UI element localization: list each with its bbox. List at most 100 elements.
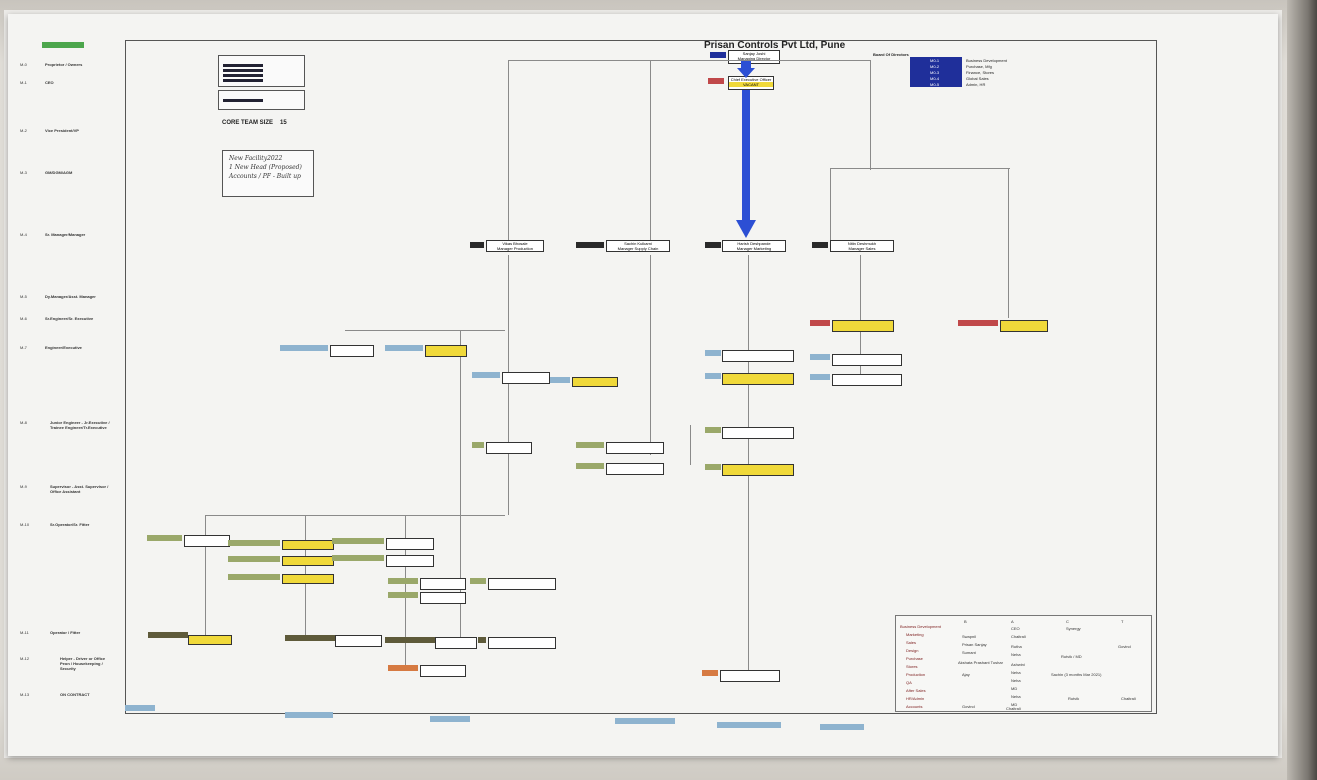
level-name: Engineer/Executive [45, 345, 82, 350]
contract-tag [285, 712, 333, 718]
reporting-arrow [736, 60, 756, 238]
connector [508, 255, 509, 515]
position-tag [388, 665, 418, 671]
vacant-box [722, 464, 794, 476]
position-box [184, 535, 230, 547]
position-box [832, 354, 902, 366]
manager-role: Manager Production [496, 246, 534, 251]
matrix-row: Production [906, 672, 926, 677]
position-tag [228, 540, 280, 546]
level-name: Supervisor - Asst. Supervisor / Office A… [50, 484, 109, 494]
level-name: Operator / Fitter [50, 630, 81, 635]
team-summary-box [218, 55, 305, 87]
matrix-row: Marketing [906, 632, 924, 637]
board-tag: M0-2 [930, 64, 940, 69]
matrix-cell: Neha [1011, 652, 1021, 657]
contract-tag [717, 722, 781, 728]
level-code: M-2 [20, 128, 27, 133]
matrix-row: Accounts [906, 704, 923, 709]
connector [830, 168, 1010, 169]
vacant-box [832, 320, 894, 332]
top-tag [710, 52, 726, 58]
position-tag [470, 578, 486, 584]
position-tag [472, 442, 484, 448]
level-code: M-8 [20, 420, 27, 425]
position-box [832, 374, 902, 386]
matrix-cell: Ajay [962, 672, 970, 677]
matrix-column: C [1066, 619, 1069, 624]
note-line: New Facility2022 [229, 155, 283, 162]
manager-tag [470, 242, 484, 248]
position-tag [705, 373, 721, 379]
md-name: Sanjay Joshi [742, 51, 766, 56]
wall-edge [1287, 0, 1317, 780]
board-tag: M0-5 [930, 82, 940, 87]
position-box [386, 538, 434, 550]
position-box [720, 670, 780, 682]
level-name: Junior Engineer - Jr.Executive / Trainee… [50, 420, 110, 430]
connector [205, 515, 206, 635]
position-tag [147, 535, 182, 541]
position-tag [550, 377, 570, 383]
manager-name: Nitin Deshmukh [847, 241, 877, 246]
matrix-cell: Synergy [1066, 626, 1081, 631]
position-tag [705, 350, 721, 356]
matrix-row: Design [906, 648, 919, 653]
connector [650, 255, 651, 455]
connector [405, 515, 406, 665]
matrix-cell: CEO [1011, 626, 1020, 631]
board-tags-panel [910, 57, 962, 87]
matrix-row: After Sales [906, 688, 926, 693]
contract-tag [125, 705, 155, 711]
position-box [606, 463, 664, 475]
board-title: Board Of Directors [873, 52, 909, 57]
level-code: M-1 [20, 80, 27, 85]
matrix-cell: Ashwini [1011, 662, 1025, 667]
position-box [386, 555, 434, 567]
connector [860, 255, 861, 375]
position-tag [478, 637, 486, 643]
position-tag [810, 374, 830, 380]
position-tag [385, 637, 435, 643]
level-code: M-9 [20, 484, 27, 489]
ceo-role: Chief Executive Officer [730, 77, 772, 82]
board-member: Purchase, Mfg [966, 64, 992, 69]
manager-box: Harish Deshpande Manager Marketing [722, 240, 786, 252]
position-tag [705, 464, 721, 470]
position-tag [228, 556, 280, 562]
matrix-cell: Swapnil [962, 634, 977, 639]
note-line: 1 New Head (Proposed) [229, 164, 302, 171]
matrix-cell: Govind [1118, 644, 1131, 649]
vacant-box [282, 574, 334, 584]
matrix-column: A [1011, 619, 1014, 624]
position-box [606, 442, 664, 454]
level-name: Helper - Driver or Office Peon / Houseke… [60, 656, 106, 671]
connector [690, 425, 691, 465]
level-code: M-10 [20, 522, 30, 527]
matrix-row: Purchase [906, 656, 923, 661]
matrix-row: HR/Admin [906, 696, 925, 701]
position-tag [388, 592, 418, 598]
core-team-label: CORE TEAM SIZE [222, 120, 274, 126]
responsibility-matrix: B A C T Business Development Marketing S… [895, 615, 1152, 712]
position-tag [472, 372, 500, 378]
md-role: Managing Director [737, 56, 771, 61]
team-summary-box-2 [218, 90, 305, 110]
level-name: GM/DGM/AGM [45, 170, 73, 175]
matrix-cell: Chaitrali [1011, 634, 1026, 639]
vacant-box [1000, 320, 1048, 332]
position-tag [705, 427, 721, 433]
chart-frame [125, 40, 1157, 714]
manager-role: Manager Supply Chain [617, 246, 659, 251]
level-header-tag [42, 42, 84, 48]
connector [830, 168, 831, 240]
company-title: Prisan Controls Pvt Ltd, Pune [704, 40, 846, 51]
matrix-row: Sales [906, 640, 917, 645]
manager-name: Vikas Bhosale [502, 241, 528, 246]
matrix-cell: Akshata Prashant Tushar [958, 660, 1003, 665]
position-box [722, 350, 794, 362]
connector [460, 330, 461, 640]
position-tag [332, 555, 384, 561]
position-box [486, 442, 532, 454]
level-name: ON CONTRACT [60, 692, 90, 697]
